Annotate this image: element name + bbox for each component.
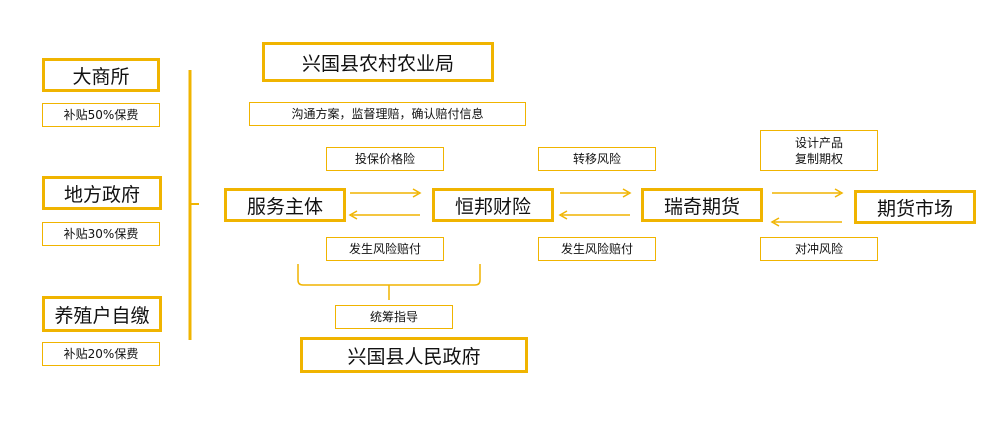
yangzhi-subsidy-box: 补贴20%保费 [42,342,160,366]
gov-box: 兴国县人民政府 [300,337,528,373]
ruiqi-box: 瑞奇期货 [641,188,763,222]
coordinate-label: 统筹指导 [335,305,453,329]
bureau-note-box: 沟通方案，监督理赔，确认赔付信息 [249,102,526,126]
bottom-brace [297,264,481,286]
dashangsuo-subsidy-box: 补贴50%保费 [42,103,160,127]
dashangsuo-box: 大商所 [42,58,160,92]
yangzhi-box: 养殖户自缴 [42,296,162,332]
service-box: 服务主体 [224,188,346,222]
transfer-label: 转移风险 [538,147,656,171]
design-label-line-2: 复制期权 [794,151,843,166]
claim-mid-label: 发生风险赔付 [538,237,656,261]
insure-label: 投保价格险 [326,147,444,171]
claim-left-label: 发生风险赔付 [326,237,444,261]
difang-subsidy-box: 补贴30%保费 [42,222,160,246]
design-label: 设计产品 复制期权 [760,130,878,171]
difang-box: 地方政府 [42,176,162,210]
market-box: 期货市场 [854,190,976,224]
bureau-box: 兴国县农村农业局 [262,42,494,82]
design-label-line-1: 设计产品 [794,135,843,150]
hengbang-box: 恒邦财险 [432,188,554,222]
hedge-label: 对冲风险 [760,237,878,261]
